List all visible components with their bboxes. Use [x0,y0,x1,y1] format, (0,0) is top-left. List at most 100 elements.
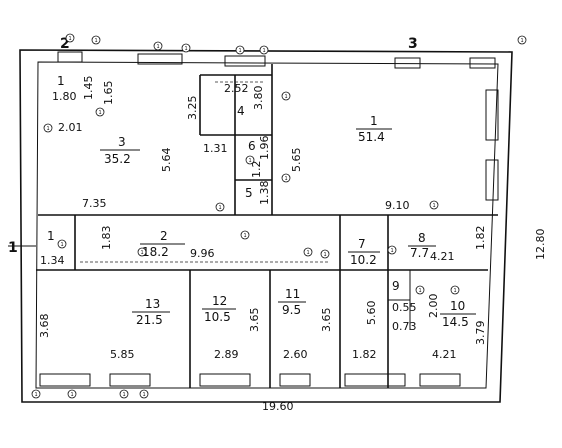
marker-circle: 1 [91,35,101,45]
overall-height: 12.80 [534,229,547,261]
dim-label: 1.83 [100,226,113,251]
axis-label-left-top: 2 [60,36,70,52]
room-3-area: 35.2 [104,152,131,166]
room-8-number: 8 [418,231,426,245]
right-windows [485,89,499,201]
room-13-area: 21.5 [136,313,163,327]
svg-text:1: 1 [69,36,72,42]
room-6-number: 6 [248,139,256,153]
outer-wall [19,49,513,403]
marker-circle: 1 [240,230,250,240]
room-2-number: 2 [160,229,168,243]
dim-label: 1.34 [40,254,65,267]
svg-text:1: 1 [185,46,188,52]
axis-label-left-mid: 1 [8,240,18,256]
room-1-main-area: 51.4 [358,130,385,144]
room-1-small-number: 1 [57,74,65,88]
room-11-number: 11 [285,287,300,301]
room-12-number: 12 [212,294,227,308]
dim-label: 1.31 [203,142,228,155]
dim-label: 9.10 [385,199,410,212]
dim-label: 0.73 [392,320,417,333]
marker-circle: 1 [259,45,269,55]
dim-label: 1.96 [258,136,271,161]
svg-text:1: 1 [239,48,242,54]
marker-circle: 1 [65,33,75,43]
svg-text:1: 1 [419,288,422,294]
svg-text:1: 1 [143,392,146,398]
dim-label: 2.01 [58,121,83,134]
room-5-number: 5 [245,186,253,200]
dim-label: 3.79 [474,321,487,346]
room-1-corridor-number: 1 [47,229,55,243]
dim-label: 3.80 [252,86,265,111]
dim-label: 1.65 [102,81,115,106]
marker-circle: 1 [387,245,397,255]
marker-circle: 1 [181,43,191,53]
room-11-area: 9.5 [282,303,301,317]
dim-label: 2.52 [224,82,249,95]
dim-label: 4.21 [430,250,455,263]
svg-text:1: 1 [47,126,50,132]
dim-label: 3.25 [186,96,199,121]
marker-circle: 1 [137,247,147,257]
room-7-number: 7 [358,237,366,251]
marker-circle: 1 [215,202,225,212]
room-1-main-number: 1 [370,114,378,128]
dim-label: 2.00 [427,294,440,319]
marker-circle: 1 [43,123,53,133]
svg-text:1: 1 [71,392,74,398]
svg-text:1: 1 [157,44,160,50]
svg-text:1: 1 [123,392,126,398]
dim-label: 2.89 [214,348,239,361]
interior-walls [36,64,498,388]
svg-text:1: 1 [61,242,64,248]
room-10-number: 10 [450,299,465,313]
dim-label: 1.38 [258,181,271,206]
svg-text:1: 1 [263,48,266,54]
room-9-number: 9 [392,279,400,293]
dim-label: 1.82 [352,348,377,361]
room-3-number: 3 [118,135,126,149]
room-10-area: 14.5 [442,315,469,329]
room-7-area: 10.2 [350,253,377,267]
marker-circle: 1 [281,91,291,101]
marker-circle: 1 [450,285,460,295]
overall-width: 19.60 [262,400,294,413]
svg-text:1: 1 [285,176,288,182]
marker-circle: 1 [320,249,330,259]
svg-text:1: 1 [35,392,38,398]
svg-text:1: 1 [244,233,247,239]
dim-label: 0.55 [392,301,417,314]
marker-circle: 1 [517,35,527,45]
marker-circle: 1 [57,239,67,249]
dim-label: 1.82 [474,226,487,251]
dim-label: 5.85 [110,348,135,361]
dim-label: 3.65 [248,308,261,333]
dim-label: 5.64 [160,148,173,173]
dim-label: 3.65 [320,308,333,333]
axis-label-top: 3 [408,36,418,52]
dim-label: 7.35 [82,197,107,210]
svg-text:1: 1 [285,94,288,100]
svg-text:1: 1 [324,252,327,258]
dim-label: 2.60 [283,348,308,361]
marker-circle: 1 [429,200,439,210]
room-13-number: 13 [145,297,160,311]
marker-circle: 1 [67,389,77,399]
svg-text:1: 1 [307,250,310,256]
room-12-area: 10.5 [204,310,231,324]
room-4-number: 4 [237,104,245,118]
marker-circle: 1 [303,247,313,257]
dim-label: 5.65 [290,148,303,173]
dim-label: 1.45 [82,76,95,101]
svg-text:1: 1 [99,110,102,116]
marker-circle: 1 [31,389,41,399]
svg-text:1: 1 [433,203,436,209]
svg-text:1: 1 [391,248,394,254]
dim-label: 1.80 [52,90,77,103]
svg-text:1: 1 [141,250,144,256]
svg-text:1: 1 [249,158,252,164]
marker-circle: 1 [139,389,149,399]
